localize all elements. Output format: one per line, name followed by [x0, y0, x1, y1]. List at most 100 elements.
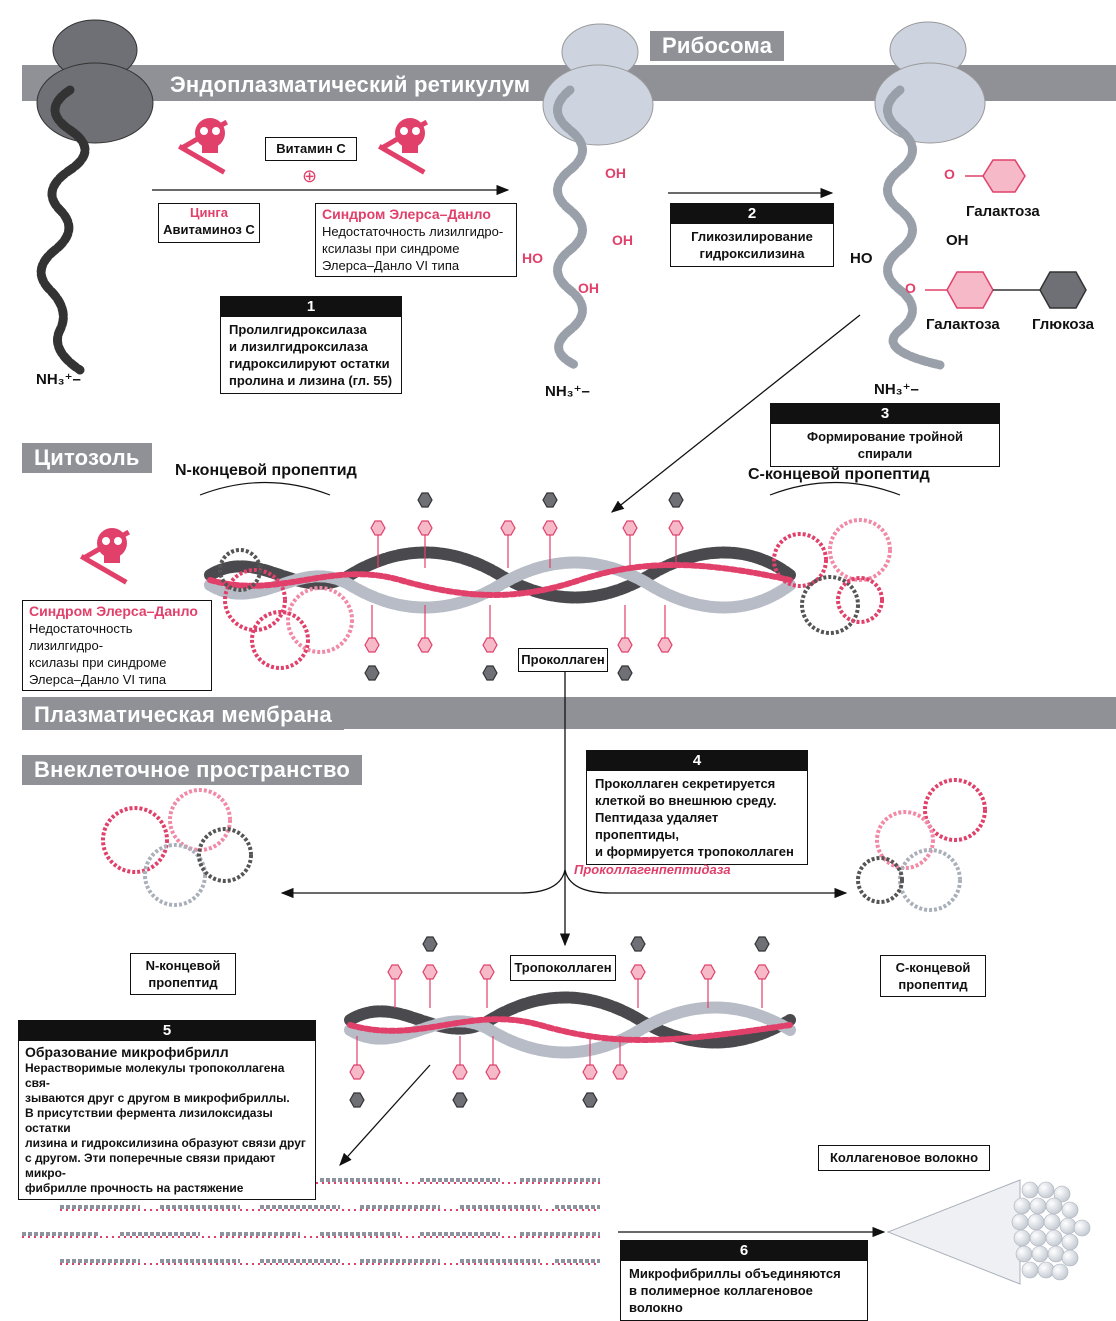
step-3-line: Формирование тройной спирали — [806, 429, 964, 461]
ribosome-2 — [542, 23, 654, 146]
galactose-hexagon-icon — [946, 271, 994, 309]
skull-crossbones-icon — [177, 118, 229, 175]
step-5-line: зываются друг с другом в микрофибриллы. — [25, 1091, 290, 1105]
step-6-line: в полимерное коллагеновое волокно — [629, 1283, 813, 1315]
oh-label: OH — [612, 232, 633, 248]
glucose-label: Глюкоза — [1032, 316, 1094, 333]
cytosol-label: Цитозоль — [22, 443, 152, 473]
n-propeptide-label: N-концевой пропептид — [175, 462, 357, 479]
step-number: 1 — [221, 297, 401, 317]
o-label: O — [944, 166, 955, 182]
eds-box-top: Синдром Элерса–Данло Недостаточность лиз… — [315, 203, 517, 277]
nh3-label: NH₃⁺– — [545, 383, 590, 400]
nh3-label: NH₃⁺– — [874, 381, 919, 398]
c-propeptide-coil — [772, 518, 892, 635]
ribosome-3 — [874, 21, 986, 144]
step-4-line: Пептидаза удаляет пропептиды, — [595, 810, 719, 842]
step-number: 3 — [771, 404, 999, 424]
c-propeptide-label: С-концевой пропептид — [748, 466, 930, 483]
scurvy-title: Цинга — [190, 205, 228, 220]
plus-symbol: ⊕ — [302, 166, 318, 186]
step-number: 4 — [587, 751, 807, 771]
nh3-label: NH₃⁺– — [36, 371, 81, 388]
galactose-hexagon-icon — [982, 159, 1026, 193]
step-1-line: пролина и лизина (гл. 55) — [229, 373, 393, 388]
n-propeptide-line: пропептид — [148, 975, 218, 990]
eds-line-2: ксилазы при синдроме — [322, 241, 460, 256]
step-6-box: 6 Микрофибриллы объединяются в полимерно… — [620, 1240, 868, 1321]
procollagen-label: Проколлаген — [518, 648, 608, 672]
step-5-line: фибрилле прочность на растяжение — [25, 1181, 244, 1195]
ribosome-1 — [36, 19, 154, 144]
peptidase-label: Проколлагенпептидаза — [574, 862, 731, 877]
step-2-line: гидроксилизина — [699, 246, 805, 261]
polypeptide-chain-2 — [553, 85, 587, 370]
o-label: O — [905, 280, 916, 296]
oh-label: OH — [605, 165, 626, 181]
c-propeptide-box: С-концевой пропептид — [880, 955, 986, 997]
ho-label: HO — [850, 250, 873, 267]
c-propeptide-line: С-концевой — [895, 960, 971, 975]
plasma-membrane-label: Плазматическая мембрана — [22, 700, 344, 730]
step-3-box: 3 Формирование тройной спирали — [770, 403, 1000, 467]
er-label: Эндоплазматический ретикулум — [158, 70, 543, 100]
ho-label: HO — [522, 250, 543, 266]
eds-box-mid: Синдром Элерса–Данло Недостаточность лиз… — [22, 600, 212, 691]
polypeptide-chain-3 — [883, 85, 945, 370]
skull-crossbones-icon — [377, 118, 429, 175]
tropocollagen-label: Тропоколлаген — [510, 955, 616, 981]
skull-crossbones-icon — [79, 528, 131, 585]
galactose-label: Галактоза — [966, 203, 1040, 220]
step-5-box: 5 Образование микрофибрилл Нерастворимые… — [18, 1020, 316, 1200]
step-1-line: Пролилгидроксилаза — [229, 322, 367, 337]
galactose-label: Галактоза — [926, 316, 1000, 333]
step-5-title: Образование микрофибрилл — [25, 1044, 229, 1060]
extracellular-label: Внеклеточное пространство — [22, 755, 363, 785]
step-1-line: и лизилгидроксилаза — [229, 339, 368, 354]
n-propeptide-line: N-концевой — [145, 958, 221, 973]
eds-title: Синдром Элерса–Данло — [322, 206, 491, 222]
n-propeptide-free — [101, 788, 253, 907]
c-propeptide-line: пропептид — [898, 977, 968, 992]
step-number: 2 — [671, 204, 833, 224]
scurvy-box: Цинга Авитаминоз С — [158, 203, 260, 243]
ribosome-label: Рибосома — [650, 31, 785, 61]
collagen-fiber-label: Коллагеновое волокно — [818, 1145, 990, 1171]
step-2-box: 2 Гликозилирование гидроксилизина — [670, 203, 834, 267]
eds-line-3: Элерса–Данло VI типа — [322, 258, 460, 273]
oh-label: OH — [946, 232, 969, 249]
step-number: 5 — [19, 1021, 315, 1041]
eds-line-3: Элерса–Данло VI типа — [29, 672, 167, 687]
step-5-line: Нерастворимые молекулы тропоколлагена св… — [25, 1061, 285, 1090]
vitamin-c-box: Витамин С — [265, 137, 357, 161]
polypeptide-chain-1 — [36, 85, 90, 375]
glucose-hexagon-icon — [1039, 271, 1087, 309]
c-propeptide-free — [856, 778, 987, 912]
n-propeptide-box: N-концевой пропептид — [130, 953, 236, 995]
tropocollagen-helix — [344, 991, 796, 1059]
step-4-line: и формируется тропоколлаген — [595, 844, 794, 859]
step-1-box: 1 Пролилгидроксилаза и лизилгидроксилаза… — [220, 296, 402, 394]
step-number: 6 — [621, 1241, 867, 1261]
step-6-line: Микрофибриллы объединяются — [629, 1266, 841, 1281]
oh-label: OH — [578, 280, 599, 296]
step-5-line: с другом. Эти поперечные связи придают м… — [25, 1151, 276, 1180]
eds-line-1: Недостаточность лизилгидро- — [29, 621, 133, 653]
eds-line-1: Недостаточность лизилгидро- — [322, 224, 504, 239]
step-4-line: клеткой во внешнюю среду. — [595, 793, 777, 808]
eds-title: Синдром Элерса–Данло — [29, 603, 198, 619]
step-4-line: Проколлаген секретируется — [595, 776, 776, 791]
procollagen-sugar-groups — [364, 492, 684, 681]
n-propeptide-coil — [218, 548, 354, 670]
step-5-line: лизина и гидроксилизина образуют связи д… — [25, 1136, 306, 1150]
tropocollagen-sugar-groups — [349, 936, 770, 1108]
eds-line-2: ксилазы при синдроме — [29, 655, 167, 670]
step-5-line: В присутствии фермента лизилоксидазы ост… — [25, 1106, 273, 1135]
procollagen-helix — [204, 546, 796, 614]
scurvy-text: Авитаминоз С — [163, 222, 255, 237]
step-1-line: гидроксилируют остатки — [229, 356, 390, 371]
step-2-line: Гликозилирование — [691, 229, 813, 244]
step-4-box: 4 Проколлаген секретируется клеткой во в… — [586, 750, 808, 865]
collagen-fiber — [886, 1179, 1091, 1285]
